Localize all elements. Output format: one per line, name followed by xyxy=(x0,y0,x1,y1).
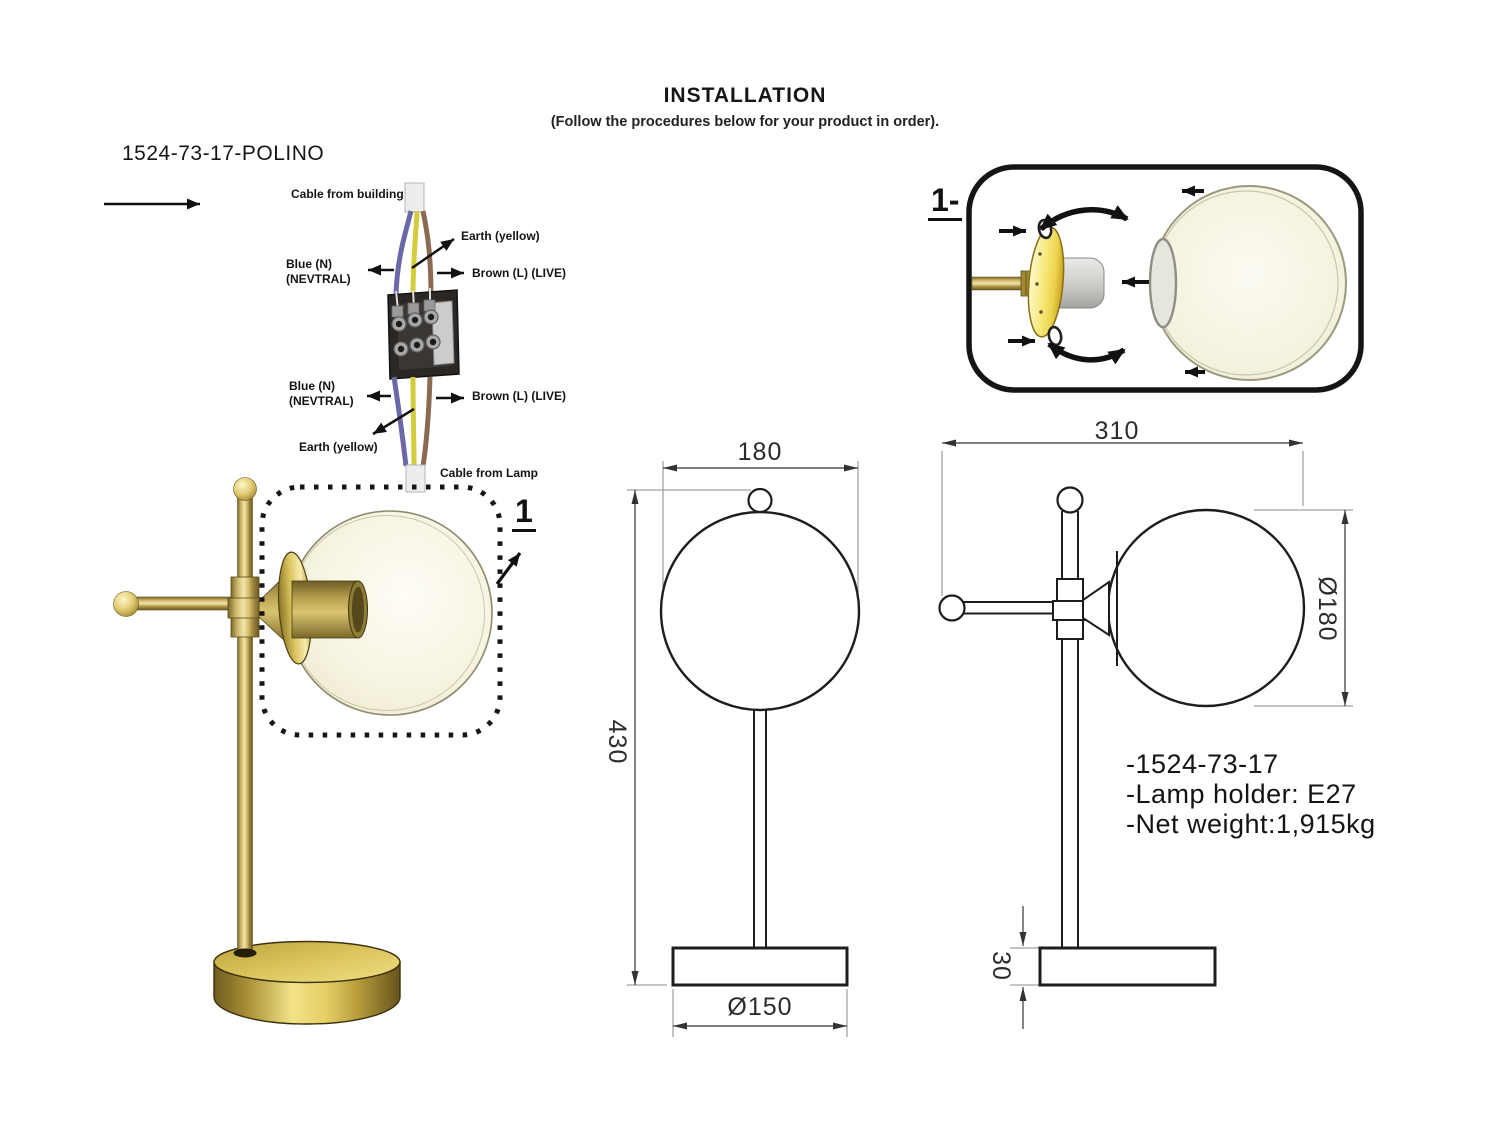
step1-callout-arrow xyxy=(495,552,522,585)
wiring-label-arrows xyxy=(367,237,464,436)
wire-neutral-top xyxy=(393,210,414,297)
side-cone-outline xyxy=(1082,580,1110,637)
label-earth-bottom: Earth (yellow) xyxy=(299,440,378,454)
step1-dotted-box xyxy=(259,484,503,738)
page-title: INSTALLATION xyxy=(663,84,827,107)
wire-earth-top xyxy=(410,210,420,297)
dim-front-width: 180 xyxy=(737,438,783,466)
product-code: 1524-73-17-POLINO xyxy=(122,142,325,165)
dim-side-base-height: 30 xyxy=(987,951,1015,981)
label-earth-top: Earth (yellow) xyxy=(461,229,540,243)
lamp-socket xyxy=(291,580,359,639)
side-joint-outline xyxy=(1052,578,1088,640)
wire-live-top xyxy=(420,210,434,297)
dim-front-height: 430 xyxy=(603,719,631,765)
arm-finial-ball xyxy=(113,591,139,617)
spec-net-weight: -Net weight:1,915kg xyxy=(1126,809,1376,839)
detail-arm-rod xyxy=(971,276,1025,291)
front-finial-knob xyxy=(747,487,773,514)
side-base-outline xyxy=(1038,946,1217,987)
lamp-arm xyxy=(126,596,234,611)
side-view-drawing xyxy=(938,439,1353,1029)
rotate-arrow-bottom xyxy=(1047,341,1126,365)
terminal-block xyxy=(387,288,460,380)
dim-side-globe-diameter: Ø180 xyxy=(1313,576,1341,642)
front-view-drawing xyxy=(627,461,861,1037)
lamp-pole xyxy=(237,497,253,955)
front-globe-outline xyxy=(659,510,861,712)
lamp-base xyxy=(213,940,401,1025)
dim-side-depth: 310 xyxy=(1094,417,1140,445)
front-base-outline xyxy=(671,946,849,987)
label-cable-from-building: Cable from building xyxy=(291,187,404,201)
rotate-arrow-top xyxy=(1039,205,1129,232)
cable-sheath-top xyxy=(404,182,425,213)
wire-earth-bottom xyxy=(410,376,417,467)
step1-detail-callout: 1- xyxy=(928,184,963,221)
label-neutral-bottom: Blue (N) (NEVTRAL) xyxy=(289,379,354,408)
detail-socket xyxy=(1058,257,1105,309)
step1-detail-box xyxy=(966,164,1364,393)
spec-lamp-holder: -Lamp holder: E27 xyxy=(1126,779,1357,809)
pole-base-shadow xyxy=(233,948,257,958)
label-live-top: Brown (L) (LIVE) xyxy=(472,266,566,280)
pole-finial-ball xyxy=(233,477,257,501)
label-live-bottom: Brown (L) (LIVE) xyxy=(472,389,566,403)
wire-live-bottom xyxy=(420,376,433,467)
step1-lamp-callout: 1 xyxy=(512,495,536,532)
wire-neutral-bottom xyxy=(391,376,409,467)
cable-sheath-bottom xyxy=(405,464,426,493)
detail-globe-neck xyxy=(1148,237,1178,329)
side-pole-ball xyxy=(1056,486,1084,514)
page-subtitle: (Follow the procedures below for your pr… xyxy=(550,114,940,130)
lamp-3d-render xyxy=(113,477,522,1025)
arm-joint xyxy=(227,576,263,638)
wiring-diagram xyxy=(367,182,464,493)
label-cable-from-lamp: Cable from Lamp xyxy=(440,466,539,480)
dim-front-base-diameter: Ø150 xyxy=(727,993,793,1021)
side-arm-ball xyxy=(938,594,966,622)
label-neutral-top: Blue (N) (NEVTRAL) xyxy=(286,257,351,286)
detail-glass-globe xyxy=(1151,185,1347,381)
product-specs: -1524-73-17 -Lamp holder: E27 -Net weigh… xyxy=(1126,749,1376,839)
spec-model: -1524-73-17 xyxy=(1126,749,1279,779)
side-globe-outline xyxy=(1106,508,1306,708)
